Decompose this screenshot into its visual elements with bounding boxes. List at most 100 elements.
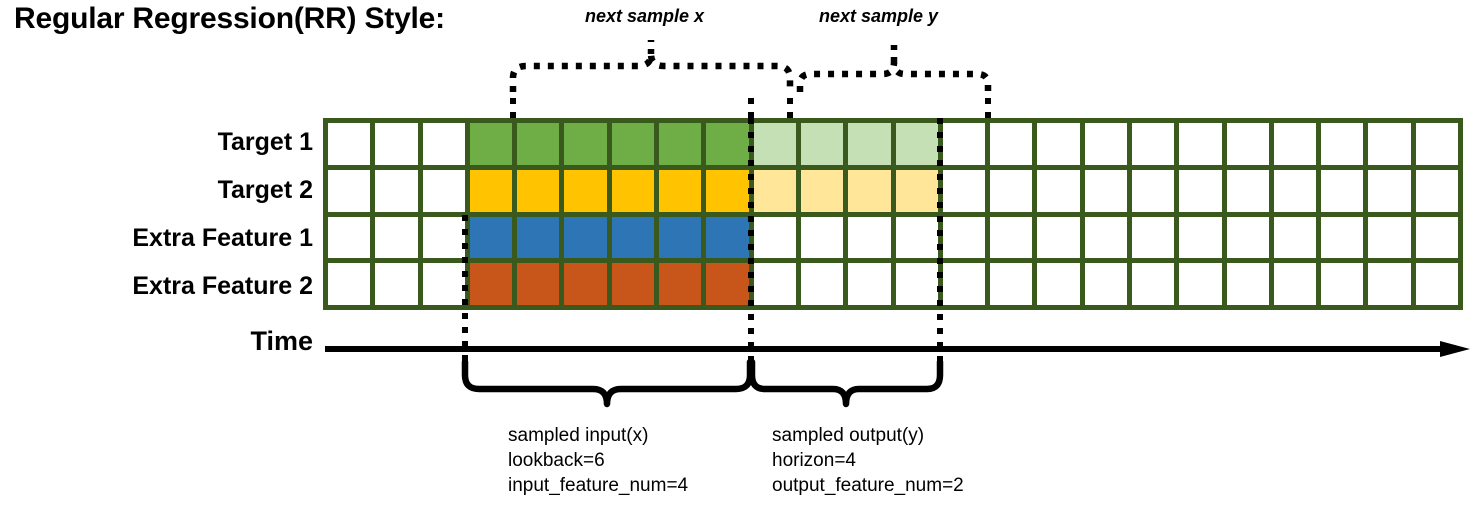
grid-cell-target-1-col-9: [753, 123, 796, 165]
description-sampled-output: sampled output(y) horizon=4 output_featu…: [772, 423, 964, 498]
timeline-grid: [323, 118, 1463, 310]
grid-cell-extra-feature-1-col-20: [1273, 216, 1317, 259]
grid-cell-target-2-col-11: [848, 169, 891, 212]
grid-cell-extra-feature-1-col-8: [706, 216, 749, 259]
caption-next-sample-y: next sample y: [819, 6, 939, 26]
grid-cell-target-2-col-22: [1368, 169, 1411, 212]
grid-cell-extra-feature-1-col-2: [422, 216, 465, 259]
grid-cell-extra-feature-1-col-17: [1131, 216, 1175, 259]
grid-cell-extra-feature-2-col-22: [1368, 263, 1411, 305]
brace-sampled-input: [461, 358, 754, 408]
grid-cell-extra-feature-2-col-10: [800, 263, 844, 305]
grid-cell-target-2-col-15: [1037, 169, 1080, 212]
grid-cell-extra-feature-2-col-3: [469, 263, 513, 305]
brace-next-sample-y: [796, 44, 992, 92]
grid-cell-target-1-col-18: [1179, 123, 1222, 165]
time-axis-label: Time: [250, 326, 313, 356]
grid-cell-extra-feature-2-col-21: [1321, 263, 1364, 305]
grid-cell-target-2-col-2: [422, 169, 465, 212]
grid-cell-extra-feature-1-col-22: [1368, 216, 1411, 259]
grid-cell-extra-feature-2-col-6: [611, 263, 655, 305]
grid-cell-target-1-col-14: [990, 123, 1033, 165]
grid-cell-target-2-col-23: [1415, 169, 1458, 212]
grid-cell-extra-feature-1-col-15: [1037, 216, 1080, 259]
grid-cell-extra-feature-2-col-0: [328, 263, 371, 305]
grid-cell-target-1-col-7: [659, 123, 702, 165]
grid-cell-target-1-col-12: [895, 123, 938, 165]
grid-cell-target-1-col-16: [1084, 123, 1127, 165]
grid-cell-extra-feature-1-col-14: [990, 216, 1033, 259]
caption-next-sample-x: next sample x: [585, 6, 705, 26]
grid-cell-extra-feature-1-col-21: [1321, 216, 1364, 259]
grid-cell-extra-feature-2-col-11: [848, 263, 891, 305]
grid-cell-extra-feature-1-col-7: [659, 216, 702, 259]
page-title: Regular Regression(RR) Style:: [14, 2, 445, 35]
grid-cell-target-1-col-20: [1273, 123, 1317, 165]
grid-cell-target-2-col-1: [375, 169, 418, 212]
grid-cell-target-1-col-3: [469, 123, 513, 165]
grid-cell-extra-feature-2-col-2: [422, 263, 465, 305]
desc-input-line-2: lookback=6: [508, 450, 605, 471]
grid-cell-target-1-col-1: [375, 123, 418, 165]
grid-cell-target-2-col-7: [659, 169, 702, 212]
brace-sampled-output: [748, 358, 944, 408]
grid-cell-target-1-col-5: [564, 123, 607, 165]
grid-cell-target-2-col-8: [706, 169, 749, 212]
grid-cell-target-1-col-23: [1415, 123, 1458, 165]
grid-cell-extra-feature-1-col-10: [800, 216, 844, 259]
grid-cell-extra-feature-2-col-5: [564, 263, 607, 305]
grid-cell-target-2-col-6: [611, 169, 655, 212]
grid-cell-target-1-col-4: [517, 123, 560, 165]
desc-input-line-3: input_feature_num=4: [508, 475, 689, 496]
grid-cell-extra-feature-1-col-19: [1226, 216, 1269, 259]
grid-cell-target-2-col-0: [328, 169, 371, 212]
grid-cell-extra-feature-2-col-4: [517, 263, 560, 305]
grid-cell-extra-feature-2-col-20: [1273, 263, 1317, 305]
grid-cell-target-1-col-19: [1226, 123, 1269, 165]
grid-cell-target-2-col-10: [800, 169, 844, 212]
grid-cell-target-2-col-18: [1179, 169, 1222, 212]
row-label-extra-feature-2: Extra Feature 2: [132, 272, 313, 300]
grid-cell-target-2-col-12: [895, 169, 938, 212]
grid-cell-target-1-col-22: [1368, 123, 1411, 165]
row-label-extra-feature-1: Extra Feature 1: [132, 224, 313, 252]
grid-cell-extra-feature-2-col-14: [990, 263, 1033, 305]
grid-cell-extra-feature-1-col-9: [753, 216, 796, 259]
row-label-group: Target 1 Target 2 Extra Feature 1 Extra …: [0, 118, 313, 310]
top-dotted-connectors: [510, 92, 991, 118]
grid-cell-target-2-col-5: [564, 169, 607, 212]
grid-cell-extra-feature-1-col-3: [469, 216, 513, 259]
grid-cell-target-2-col-9: [753, 169, 796, 212]
grid-cell-target-1-col-0: [328, 123, 371, 165]
grid-cell-extra-feature-2-col-7: [659, 263, 702, 305]
grid-cell-extra-feature-2-col-12: [895, 263, 938, 305]
grid-cell-extra-feature-2-col-9: [753, 263, 796, 305]
grid-cell-extra-feature-1-col-18: [1179, 216, 1222, 259]
grid-cell-extra-feature-1-col-1: [375, 216, 418, 259]
grid-cell-extra-feature-2-col-1: [375, 263, 418, 305]
grid-cell-target-2-col-4: [517, 169, 560, 212]
grid-cell-target-2-col-17: [1131, 169, 1175, 212]
grid-cell-target-1-col-2: [422, 123, 465, 165]
grid-cell-extra-feature-1-col-5: [564, 216, 607, 259]
grid-cell-target-1-col-6: [611, 123, 655, 165]
grid-cell-target-1-col-10: [800, 123, 844, 165]
desc-output-line-3: output_feature_num=2: [772, 475, 964, 496]
grid-cell-extra-feature-2-col-18: [1179, 263, 1222, 305]
grid-cell-extra-feature-2-col-19: [1226, 263, 1269, 305]
grid-cell-extra-feature-1-col-6: [611, 216, 655, 259]
grid-cell-extra-feature-2-col-13: [942, 263, 986, 305]
grid-cell-extra-feature-2-col-8: [706, 263, 749, 305]
row-label-target-2: Target 2: [217, 176, 313, 204]
grid-cell-target-2-col-3: [469, 169, 513, 212]
time-axis-arrow: [325, 341, 1470, 357]
desc-output-line-2: horizon=4: [772, 450, 856, 471]
grid-cell-extra-feature-2-col-23: [1415, 263, 1458, 305]
grid-cell-target-1-col-8: [706, 123, 749, 165]
row-label-target-1: Target 1: [217, 128, 313, 156]
grid-cell-extra-feature-1-col-11: [848, 216, 891, 259]
grid-cell-target-2-col-21: [1321, 169, 1364, 212]
grid-cell-target-2-col-13: [942, 169, 986, 212]
grid-cell-target-1-col-21: [1321, 123, 1364, 165]
